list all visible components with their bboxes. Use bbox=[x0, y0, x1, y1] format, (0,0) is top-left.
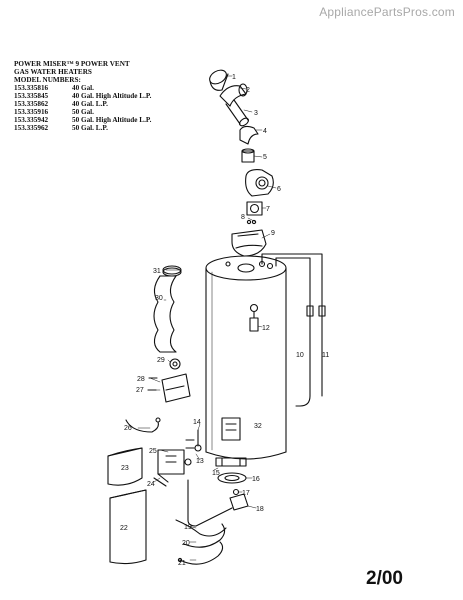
callout-1: 1 bbox=[232, 74, 236, 81]
part-3-vent-pipe bbox=[225, 99, 249, 127]
part-28-bracket bbox=[161, 373, 191, 403]
watermark: AppliancePartsPros.com bbox=[319, 5, 455, 19]
model-number: 153.335962 bbox=[14, 123, 49, 132]
part-10-11-hoses bbox=[261, 253, 326, 407]
callout-5: 5 bbox=[263, 154, 267, 161]
part-9-flue-adapter bbox=[231, 229, 267, 257]
callout-13: 13 bbox=[196, 458, 204, 465]
callout-12: 12 bbox=[262, 325, 270, 332]
part-19-pilot-tube bbox=[175, 519, 227, 537]
part-27-screws bbox=[147, 377, 158, 391]
callout-21: 21 bbox=[178, 560, 186, 567]
part-25-gas-valve bbox=[157, 449, 192, 475]
part-6-blower bbox=[245, 169, 274, 197]
part-12-relief-valve bbox=[249, 303, 259, 332]
part-7-gasket bbox=[246, 201, 263, 216]
callout-25: 25 bbox=[149, 448, 157, 455]
callout-3: 3 bbox=[254, 110, 258, 117]
callout-8: 8 bbox=[241, 214, 245, 221]
callout-10: 10 bbox=[296, 352, 304, 359]
part-29-knob bbox=[169, 358, 181, 370]
water-heater-tank bbox=[205, 255, 287, 460]
callout-15: 15 bbox=[212, 470, 220, 477]
model-number: 153.335916 bbox=[14, 107, 49, 116]
model-row: 153.335942 50 Gal. High Altitude L.P. bbox=[14, 115, 152, 125]
callout-20: 20 bbox=[182, 540, 190, 547]
model-list: 153.335816 40 Gal. 153.335845 40 Gal. High… bbox=[14, 84, 152, 133]
callout-26: 26 bbox=[124, 425, 132, 432]
model-description: 40 Gal. bbox=[72, 84, 94, 92]
callout-9: 9 bbox=[271, 230, 275, 237]
callout-31: 31 bbox=[153, 268, 161, 275]
callout-7: 7 bbox=[266, 206, 270, 213]
model-row: 153.335862 40 Gal. L.P. bbox=[14, 99, 151, 109]
model-row: 153.335816 40 Gal. bbox=[14, 84, 151, 93]
model-row: 153.335845 40 Gal. High Altitude L.P. bbox=[14, 91, 152, 101]
part-24-fitting bbox=[153, 473, 169, 487]
header-category-line: GAS WATER HEATERS bbox=[14, 67, 92, 76]
callout-19: 19 bbox=[184, 524, 192, 531]
callout-22: 22 bbox=[120, 525, 128, 532]
part-14-drain-valve bbox=[185, 429, 202, 452]
part-5-coupling bbox=[241, 148, 255, 163]
callout-6: 6 bbox=[277, 186, 281, 193]
callout-4: 4 bbox=[263, 128, 267, 135]
callout-29: 29 bbox=[157, 357, 165, 364]
part-32-access-door bbox=[221, 417, 241, 441]
model-description: 40 Gal. High Altitude L.P. bbox=[72, 91, 152, 100]
part-1-vent-cap bbox=[209, 69, 229, 91]
model-number: 153.335845 bbox=[14, 91, 49, 100]
part-20-thermocouple bbox=[183, 523, 226, 548]
callout-23: 23 bbox=[121, 465, 129, 472]
callout-18: 18 bbox=[256, 506, 264, 513]
callout-28: 28 bbox=[137, 376, 145, 383]
callout-11: 11 bbox=[322, 352, 329, 359]
callout-17: 17 bbox=[242, 490, 250, 497]
part-21-igniter-lead bbox=[177, 541, 224, 565]
part-31-cap bbox=[162, 265, 182, 277]
model-number: 153.335862 bbox=[14, 99, 49, 108]
part-2-elbow bbox=[219, 83, 248, 107]
part-22-outer-door bbox=[109, 489, 147, 565]
callout-32: 32 bbox=[254, 423, 262, 430]
model-description: 50 Gal. L.P. bbox=[72, 123, 108, 132]
model-description: 40 Gal. L.P. bbox=[72, 99, 108, 108]
part-8-screw bbox=[246, 219, 257, 225]
model-row: 153.335916 50 Gal. bbox=[14, 107, 151, 117]
callout-2: 2 bbox=[246, 87, 250, 94]
callout-24: 24 bbox=[147, 481, 155, 488]
callout-14: 14 bbox=[193, 419, 201, 426]
revision-date: 2/00 bbox=[366, 568, 403, 589]
part-23-cover bbox=[107, 447, 143, 486]
part-4-small-elbow bbox=[239, 125, 259, 145]
model-number: 153.335942 bbox=[14, 115, 49, 124]
model-description: 50 Gal. bbox=[72, 107, 94, 116]
callout-27: 27 bbox=[136, 387, 144, 394]
callout-30: 30 bbox=[155, 295, 163, 302]
part-15-burner-tube bbox=[215, 457, 247, 467]
part-16-burner bbox=[217, 472, 247, 484]
model-row: 153.335962 50 Gal. L.P. bbox=[14, 123, 151, 133]
model-description: 50 Gal. High Altitude L.P. bbox=[72, 115, 152, 124]
header-models-label: MODEL NUMBERS: bbox=[14, 75, 81, 84]
part-26-igniter-wire bbox=[125, 417, 161, 433]
part-30-flex-hose bbox=[153, 275, 177, 353]
callout-16: 16 bbox=[252, 476, 260, 483]
diagram-header: POWER MISER™ 9 POWER VENT GAS WATER HEAT… bbox=[14, 60, 130, 85]
part-18-manifold bbox=[187, 479, 249, 527]
leader-lines bbox=[137, 75, 277, 561]
model-number: 153.335816 bbox=[14, 84, 49, 92]
header-product-line: POWER MISER™ 9 POWER VENT bbox=[14, 60, 130, 68]
